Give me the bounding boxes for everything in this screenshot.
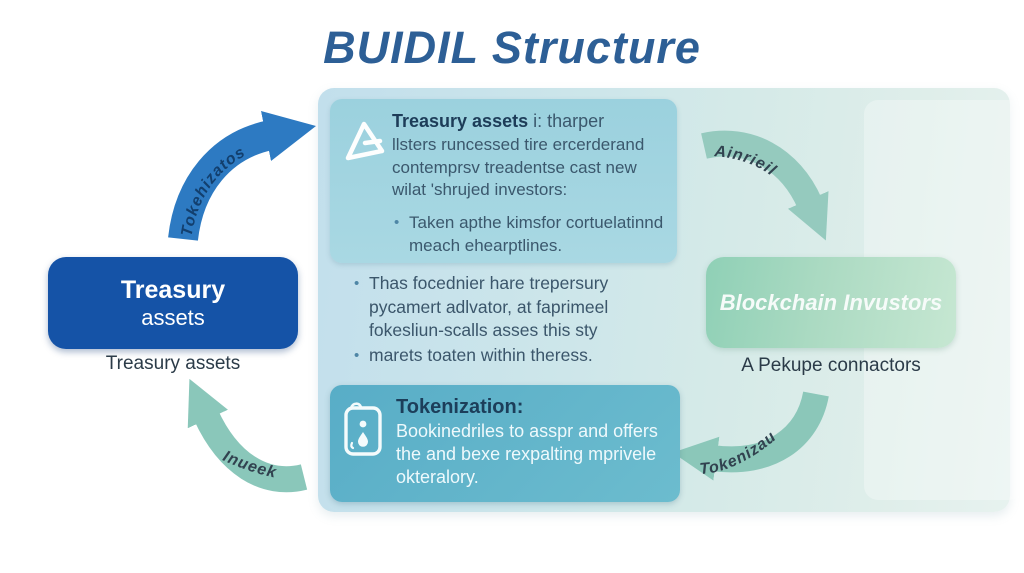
arrow-band [187, 378, 308, 493]
tokenization-card: Tokenization: Bookinedriles to asspr and… [330, 385, 680, 502]
treasury-assets-node: Treasury assets [48, 257, 298, 349]
diagram-title: BUIDIL Structure [323, 22, 701, 73]
panel-bullet-list: Thas focednier hare trepersury pycamert … [352, 272, 678, 368]
prism-icon [338, 109, 392, 255]
blockchain-node-label: Blockchain Invustors [719, 289, 943, 315]
arrow-bottom-right: Tokenizau [672, 391, 829, 481]
list-item: Taken apthe kimsfor cortuelatinnd meach … [392, 211, 665, 257]
treasury-node-line2: assets [141, 304, 205, 330]
treasury-node-caption: Treasury assets [105, 353, 241, 374]
arrow-band [168, 111, 317, 242]
tokenization-body: Bookinedriles to asspr and offers the an… [396, 421, 658, 487]
blockchain-investors-node: Blockchain Invustors [706, 257, 956, 348]
droplet-document-icon [340, 395, 396, 494]
treasury-card-body: llsters runcessed tire ercerderand conte… [392, 135, 645, 199]
arrow-band [701, 130, 829, 241]
treasury-node-line1: Treasury [120, 275, 226, 304]
treasury-assets-card: Treasury assets i: tharper llsters runce… [330, 99, 677, 263]
arrow-top-left: Tokehizatos [168, 111, 317, 242]
tokenization-heading: Tokenization: [396, 396, 524, 418]
arrow-top-right: Ainrieil [701, 130, 829, 241]
treasury-card-bullet-list: Taken apthe kimsfor cortuelatinnd meach … [392, 211, 665, 257]
list-item: Thas focednier hare trepersury pycamert … [352, 272, 678, 343]
arrow-band [672, 391, 829, 481]
treasury-card-heading: Treasury assets i: tharper [392, 109, 665, 133]
arrow-bottom-left: Inueek [187, 378, 308, 493]
treasury-card-heading-rest: i: tharper [528, 111, 605, 131]
treasury-card-heading-bold: Treasury assets [392, 111, 529, 131]
blockchain-node-caption: A Pekupe connactors [741, 355, 921, 376]
list-item: marets toaten within theress. [352, 344, 678, 368]
